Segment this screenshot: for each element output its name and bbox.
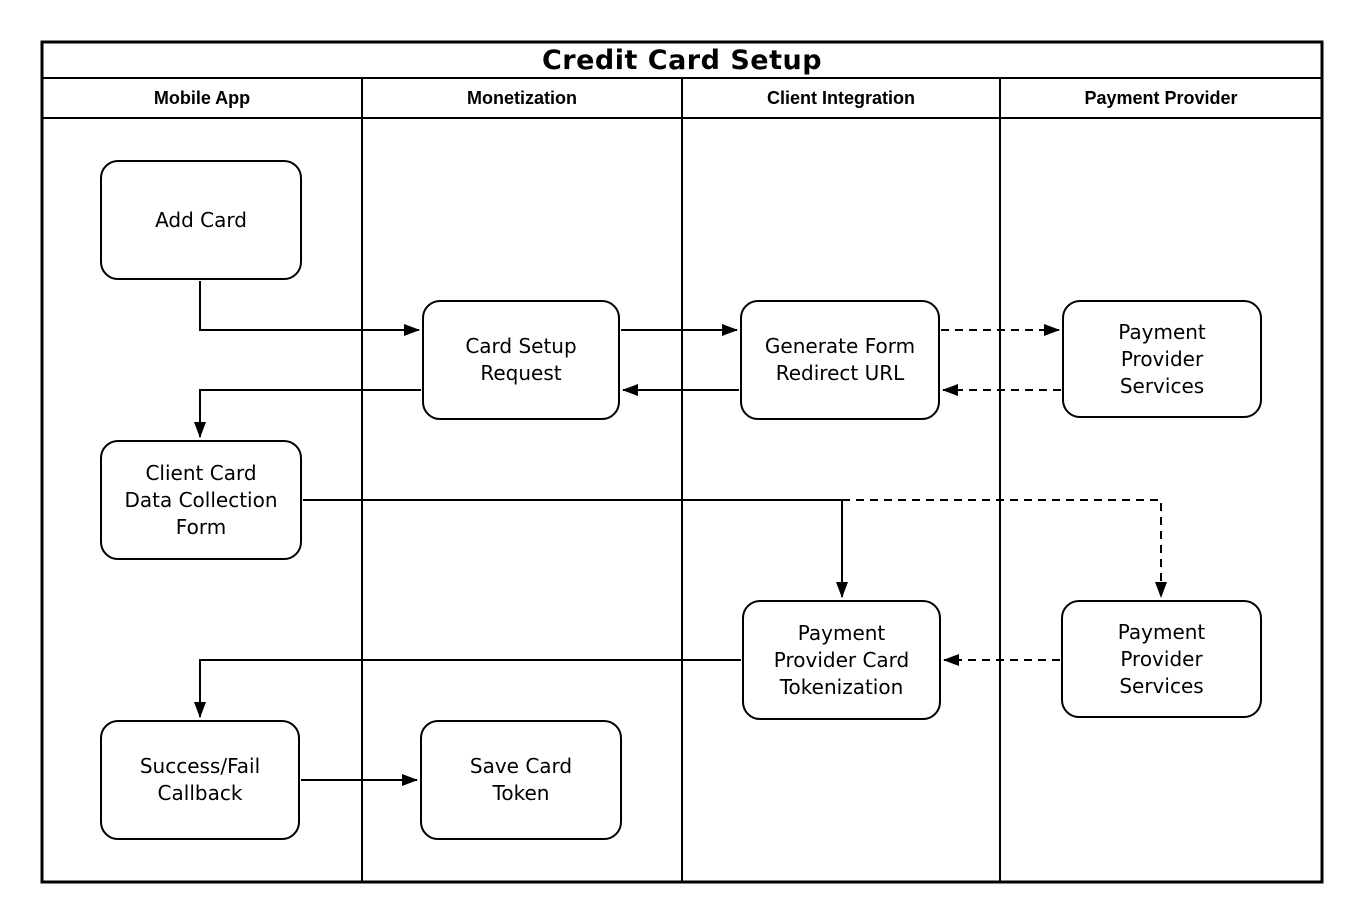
node-payment-provider-services-2: Payment Provider Services	[1061, 600, 1262, 718]
lane-header-payment-provider: Payment Provider	[1084, 87, 1238, 108]
lane-header-client-integration: Client Integration	[767, 87, 915, 108]
edge-client-form-to-services-2	[842, 499, 1167, 598]
node-add-card: Add Card	[100, 160, 302, 280]
edge-client-form-to-tokenization	[303, 499, 848, 598]
diagram-title: Credit Card Setup	[541, 44, 823, 76]
lane-header-mobile-app: Mobile App	[153, 87, 251, 108]
node-card-setup-request: Card Setup Request	[422, 300, 620, 420]
node-success-fail-callback: Success/Fail Callback	[100, 720, 300, 840]
lane-header-monetization: Monetization	[467, 87, 577, 108]
node-payment-provider-card-tokenization: Payment Provider Card Tokenization	[742, 600, 941, 720]
edge-tokenization-to-callback	[194, 659, 741, 718]
node-payment-provider-services-1: Payment Provider Services	[1062, 300, 1262, 418]
node-client-card-data-collection-form: Client Card Data Collection Form	[100, 440, 302, 560]
edge-card-setup-request-to-client-form	[194, 389, 421, 438]
node-save-card-token: Save Card Token	[420, 720, 622, 840]
edge-add-card-to-card-setup-request	[199, 281, 420, 336]
node-generate-form-redirect-url: Generate Form Redirect URL	[740, 300, 940, 420]
